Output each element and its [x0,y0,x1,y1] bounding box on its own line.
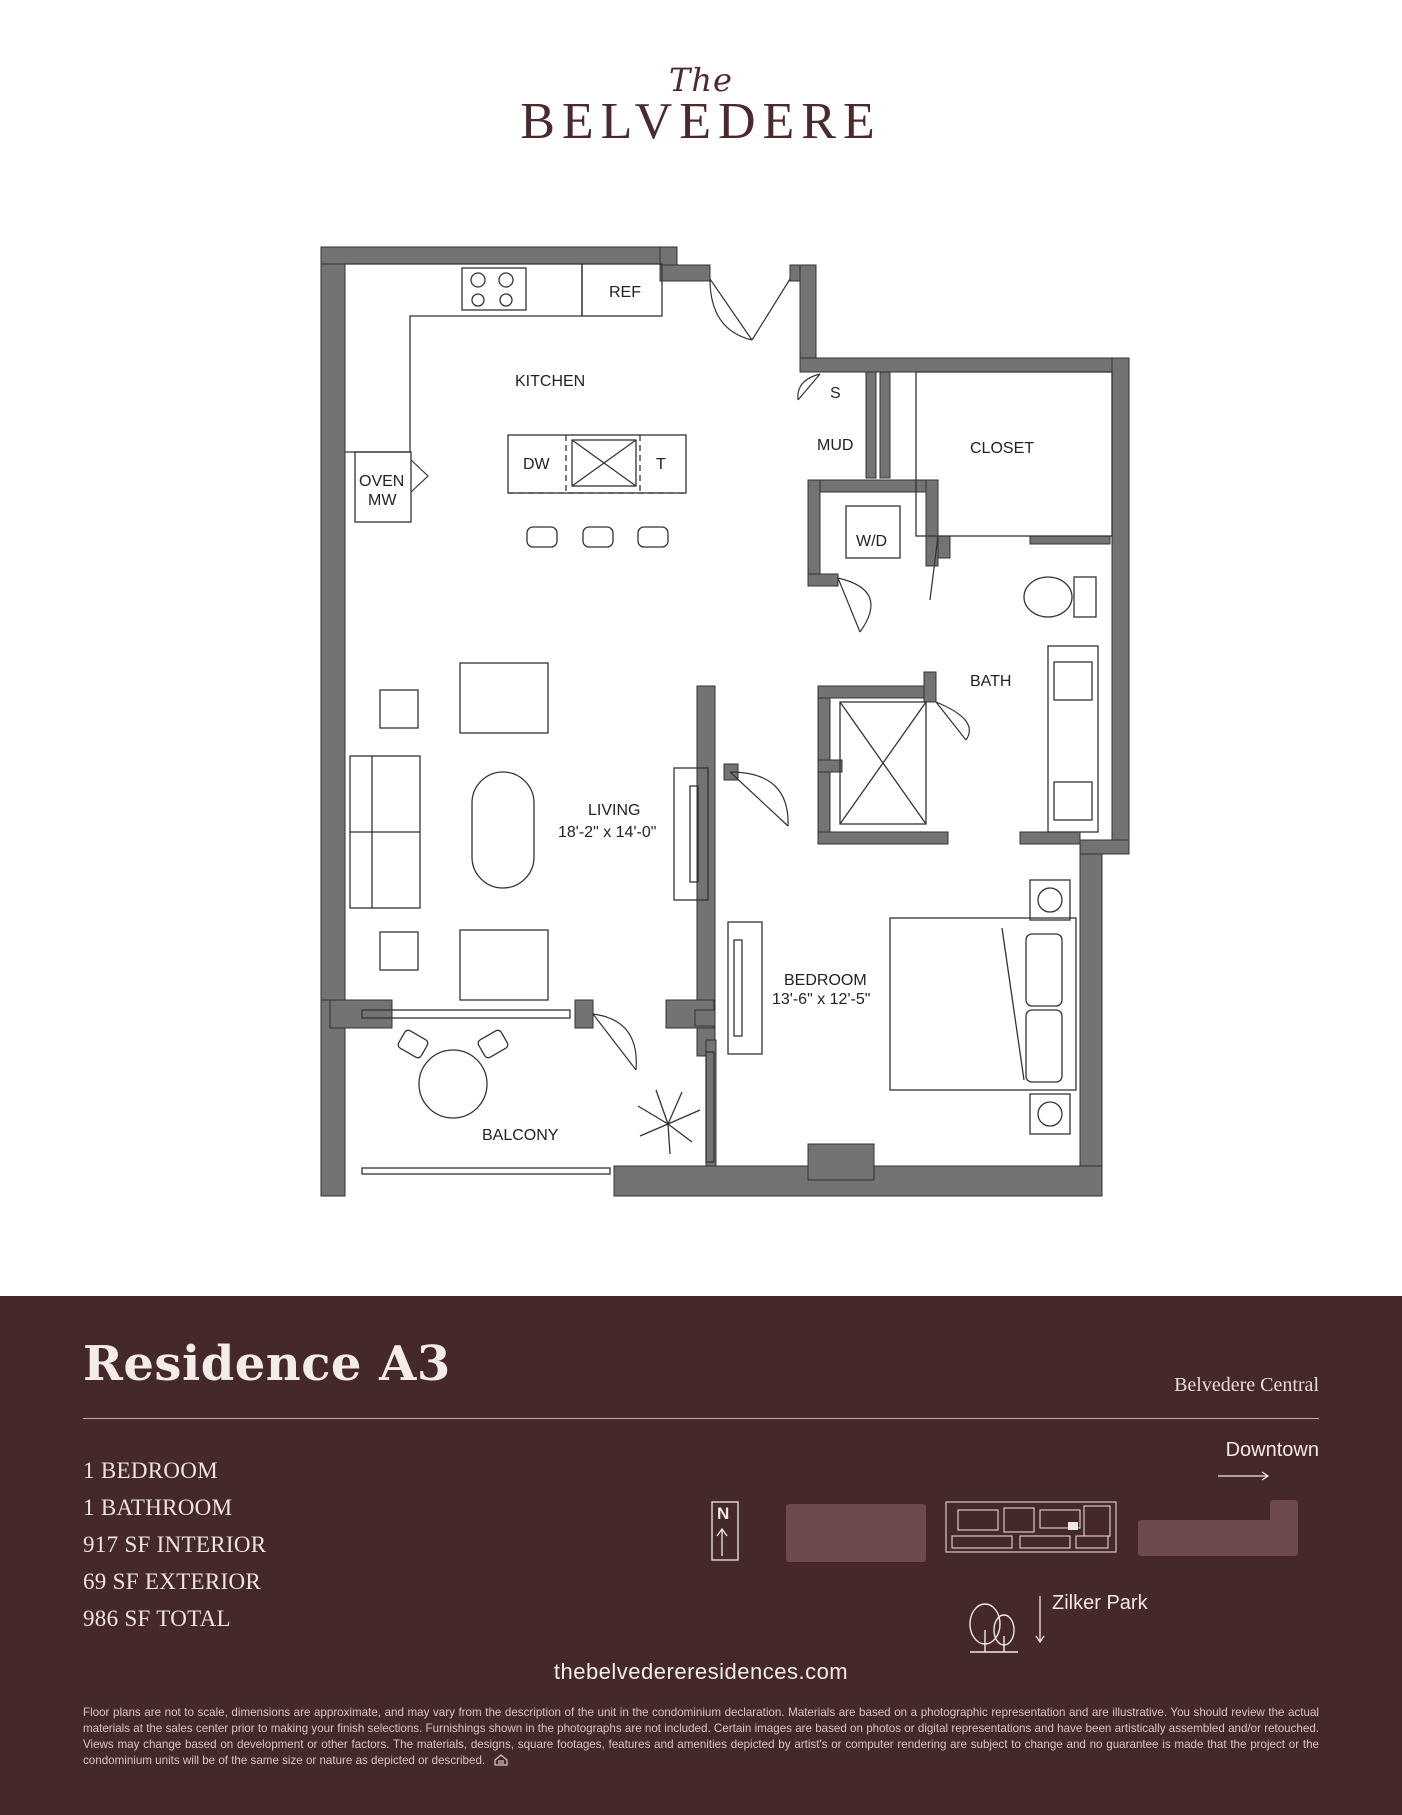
spec-exterior: 69 SF EXTERIOR [83,1569,261,1594]
equal-housing-icon [494,1754,508,1766]
site-plan-outline [945,1501,1117,1553]
spec-bathrooms: 1 BATHROOM [83,1495,233,1520]
tree-icon [969,1603,1018,1653]
spec-total: 986 SF TOTAL [83,1606,231,1631]
interior-walls [694,371,1111,1181]
balcony-furniture [361,1009,715,1175]
floor-plan: KITCHEN CLOSET BATH LIVING 18'-2" x 14'-… [320,246,1130,1197]
logo-script: The [669,61,733,99]
door-swings [410,278,970,1071]
exterior-walls [320,246,1130,1197]
room-label-closet: CLOSET [970,440,1034,457]
room-label-bedroom: BEDROOM [784,972,867,989]
fixture-mw: MW [368,492,397,509]
fixture-mud: MUD [817,437,853,454]
north-label: N [717,1504,730,1523]
building-name: Belvedere Central [1174,1374,1319,1396]
spec-bedrooms: 1 BEDROOM [83,1458,218,1483]
spec-list: 1 BEDROOM 1 BATHROOM 917 SF INTERIOR 69 … [83,1452,266,1637]
residence-title: Residence A3 [83,1336,451,1392]
room-label-kitchen: KITCHEN [515,373,585,390]
north-arrow-icon [711,1501,739,1561]
residence-panel: Residence A3 Belvedere Central 1 BEDROOM… [0,1296,1402,1815]
logo-wordmark: BELVEDERE [520,93,882,150]
fixture-dw: DW [523,456,551,473]
room-label-bath: BATH [970,673,1011,690]
legal-disclaimer: Floor plans are not to scale, dimensions… [83,1705,1319,1769]
living-furniture [349,662,763,1055]
palm-plant-icon [637,1089,701,1155]
zilker-park-label: Zilker Park [1052,1592,1148,1614]
room-label-living: LIVING [588,802,640,819]
brand-logo: The BELVEDERE [0,62,1402,150]
bedroom-dimensions: 13'-6" x 12'-5" [772,991,870,1008]
fixture-trash: T [656,456,666,473]
room-label-balcony: BALCONY [482,1127,559,1144]
website-link[interactable]: thebelvedereresidences.com [553,1659,849,1684]
living-dimensions: 18'-2" x 14'-0" [558,824,656,841]
bar-stools [526,526,669,548]
unit-location-marker [1068,1522,1078,1530]
kitchen-counters [345,263,687,523]
disclaimer-text: Floor plans are not to scale, dimensions… [83,1706,1319,1767]
building-blurred-right [1138,1500,1298,1556]
key-map [711,1471,1298,1653]
fixture-ref: REF [609,284,641,301]
divider [83,1418,1319,1419]
fixture-storage: S [830,385,841,402]
downtown-label: Downtown [1225,1439,1319,1461]
right-arrow-icon [1218,1471,1270,1481]
building-blurred-left [786,1504,926,1562]
spec-interior: 917 SF INTERIOR [83,1532,267,1557]
fixture-oven: OVEN [359,473,404,490]
fixture-washer-dryer: W/D [856,533,887,550]
cooktop-icon [461,267,527,311]
bath-fixtures [839,371,1113,1135]
down-arrow-icon [1035,1596,1045,1644]
